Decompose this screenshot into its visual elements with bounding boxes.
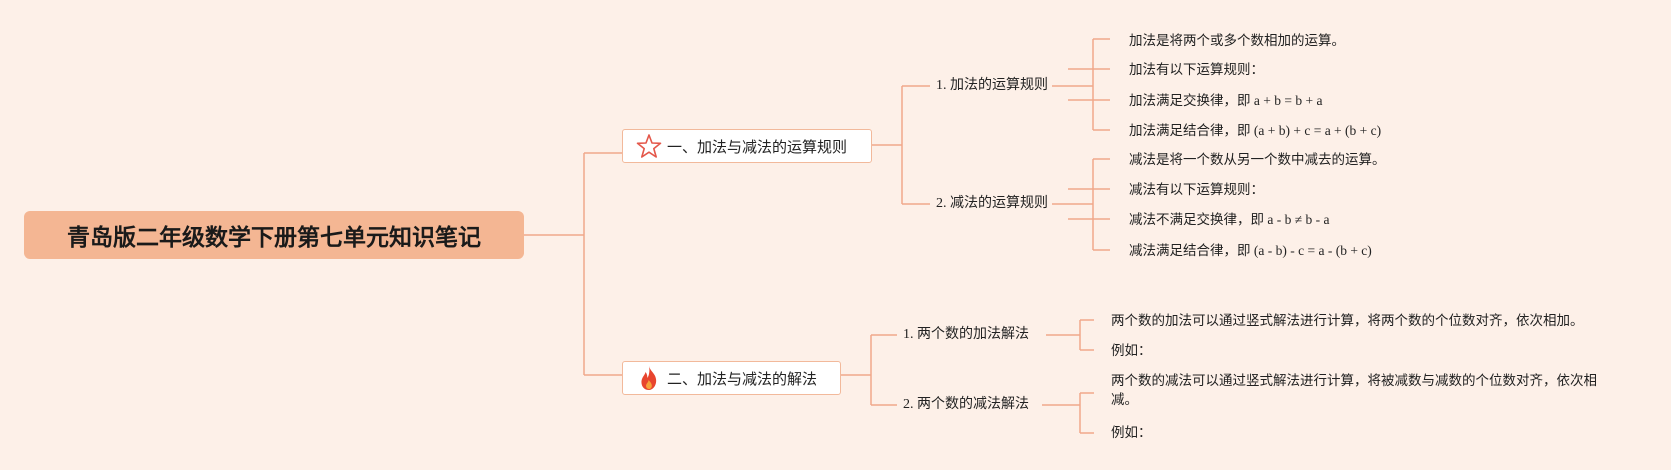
subtopic-subtraction-method[interactable]: 2. 两个数的减法解法: [903, 397, 1029, 412]
list-item[interactable]: 加法有以下运算规则：: [1129, 62, 1264, 77]
root-title: 青岛版二年级数学下册第七单元知识笔记: [67, 225, 481, 251]
topic-solving-methods[interactable]: 二、加法与减法的解法: [622, 361, 841, 395]
list-item[interactable]: 加法满足结合律，即 (a + b) + c = a + (b + c): [1129, 123, 1382, 138]
subtopic-subtraction-rules[interactable]: 2. 减法的运算规则: [936, 196, 1048, 211]
list-item[interactable]: 减法不满足交换律，即 a - b ≠ b - a: [1129, 212, 1330, 227]
topic-label: 二、加法与减法的解法: [667, 369, 818, 388]
subtopic-addition-rules[interactable]: 1. 加法的运算规则: [936, 78, 1048, 93]
fire-icon: [635, 365, 663, 391]
root-topic[interactable]: 青岛版二年级数学下册第七单元知识笔记: [24, 211, 524, 259]
list-item[interactable]: 例如：: [1111, 425, 1152, 440]
list-item[interactable]: 例如：: [1111, 343, 1152, 358]
list-item[interactable]: 减法满足结合律，即 (a - b) - c = a - (b + c): [1129, 243, 1372, 258]
list-item[interactable]: 两个数的减法可以通过竖式解法进行计算，将被减数与减数的个位数对齐，依次相减。: [1111, 373, 1597, 407]
list-item[interactable]: 两个数的加法可以通过竖式解法进行计算，将两个数的个位数对齐，依次相加。: [1111, 313, 1584, 328]
list-item[interactable]: 加法满足交换律，即 a + b = b + a: [1129, 93, 1323, 108]
star-icon: [635, 133, 663, 159]
list-item[interactable]: 减法是将一个数从另一个数中减去的运算。: [1129, 152, 1386, 167]
list-item[interactable]: 减法有以下运算规则：: [1129, 182, 1264, 197]
subtopic-addition-method[interactable]: 1. 两个数的加法解法: [903, 327, 1029, 342]
list-item[interactable]: 加法是将两个或多个数相加的运算。: [1129, 33, 1345, 48]
topic-label: 一、加法与减法的运算规则: [667, 137, 848, 156]
topic-operation-rules[interactable]: 一、加法与减法的运算规则: [622, 129, 872, 163]
